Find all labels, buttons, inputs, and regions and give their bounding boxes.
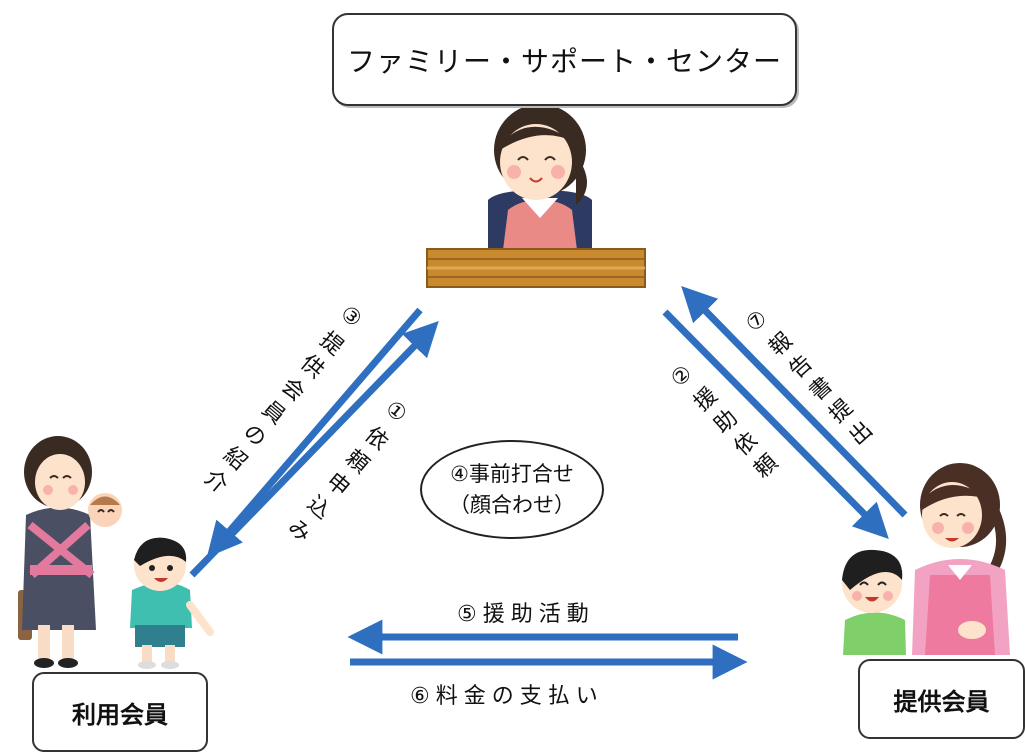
arrow-request <box>189 320 439 578</box>
provider-member-label: 提供会員 <box>893 687 990 716</box>
caregiver-with-child-icon <box>842 463 1010 655</box>
mother-with-baby-and-child-icon <box>18 436 214 669</box>
step-activity-label: ⑤援助活動 <box>457 602 595 627</box>
arrow-ask <box>662 309 889 539</box>
meeting-line1: ④事前打合せ <box>450 462 574 487</box>
provider-member-box: 提供会員 <box>858 659 1025 739</box>
step-payment-label: ⑥料金の支払い <box>410 684 604 709</box>
user-member-box: 利用会員 <box>32 672 208 752</box>
family-support-center-box: ファミリー・サポート・センター <box>332 13 797 106</box>
staff-woman-at-desk-icon <box>488 104 592 250</box>
arrow-report <box>681 285 908 518</box>
meeting-ellipse: ④事前打合せ （顔合わせ） <box>420 440 604 539</box>
user-member-label: 利用会員 <box>72 700 168 729</box>
arrow-intro <box>206 307 423 558</box>
meeting-line2: （顔合わせ） <box>449 492 575 517</box>
desk <box>426 248 646 288</box>
flow-arrows <box>189 285 908 680</box>
center-title: ファミリー・サポート・センター <box>346 44 782 78</box>
